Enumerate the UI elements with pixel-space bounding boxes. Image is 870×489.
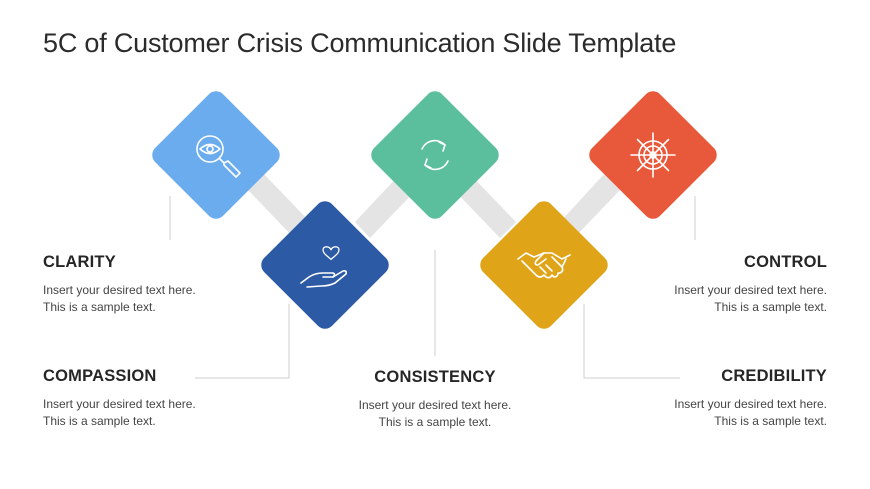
eye-magnifier-icon (196, 135, 241, 178)
heading-credibility: CREDIBILITY (721, 367, 827, 385)
connectors (248, 172, 622, 240)
desc-consistency: Insert your desired text here. This is a… (320, 397, 550, 431)
diamond-compassion-shape (261, 201, 389, 329)
heading-compassion: COMPASSION (43, 367, 157, 385)
handshake-icon (517, 252, 571, 279)
desc-control-line2: This is a sample text. (714, 300, 827, 314)
diamond-credibility (480, 201, 608, 329)
refresh-cycle-icon (421, 139, 449, 171)
desc-consistency-line1: Insert your desired text here. (358, 398, 512, 412)
desc-compassion-line2: This is a sample text. (43, 414, 156, 428)
desc-credibility-line2: This is a sample text. (714, 414, 827, 428)
diamond-consistency-shape (371, 91, 499, 219)
desc-clarity-line2: This is a sample text. (43, 300, 156, 314)
heart-hand-icon (300, 246, 347, 288)
diamond-clarity-shape (152, 91, 280, 219)
desc-clarity-line1: Insert your desired text here. (43, 283, 196, 297)
desc-compassion: Insert your desired text here. This is a… (43, 396, 196, 430)
leader-line-credibility (583, 304, 680, 379)
heading-control: CONTROL (744, 253, 827, 271)
diamond-clarity (152, 91, 280, 219)
desc-control: Insert your desired text here. This is a… (674, 282, 827, 316)
diamond-compassion (261, 201, 389, 329)
desc-credibility: Insert your desired text here. This is a… (674, 396, 827, 430)
ship-wheel-icon (630, 132, 676, 178)
leader-lines (169, 196, 696, 379)
slide-title: 5C of Customer Crisis Communication Slid… (43, 28, 677, 58)
desc-credibility-line1: Insert your desired text here. (674, 397, 827, 411)
desc-clarity: Insert your desired text here. This is a… (43, 282, 196, 316)
leader-line-compassion (195, 304, 290, 379)
diamond-consistency (371, 91, 499, 219)
diamond-credibility-shape (480, 201, 608, 329)
desc-consistency-line2: This is a sample text. (378, 415, 492, 429)
heading-clarity: CLARITY (43, 253, 116, 271)
connector-4 (560, 172, 622, 238)
connector-1 (248, 172, 310, 240)
heading-consistency: CONSISTENCY (374, 368, 496, 386)
desc-compassion-line1: Insert your desired text here. (43, 397, 196, 411)
desc-control-line1: Insert your desired text here. (674, 283, 827, 297)
